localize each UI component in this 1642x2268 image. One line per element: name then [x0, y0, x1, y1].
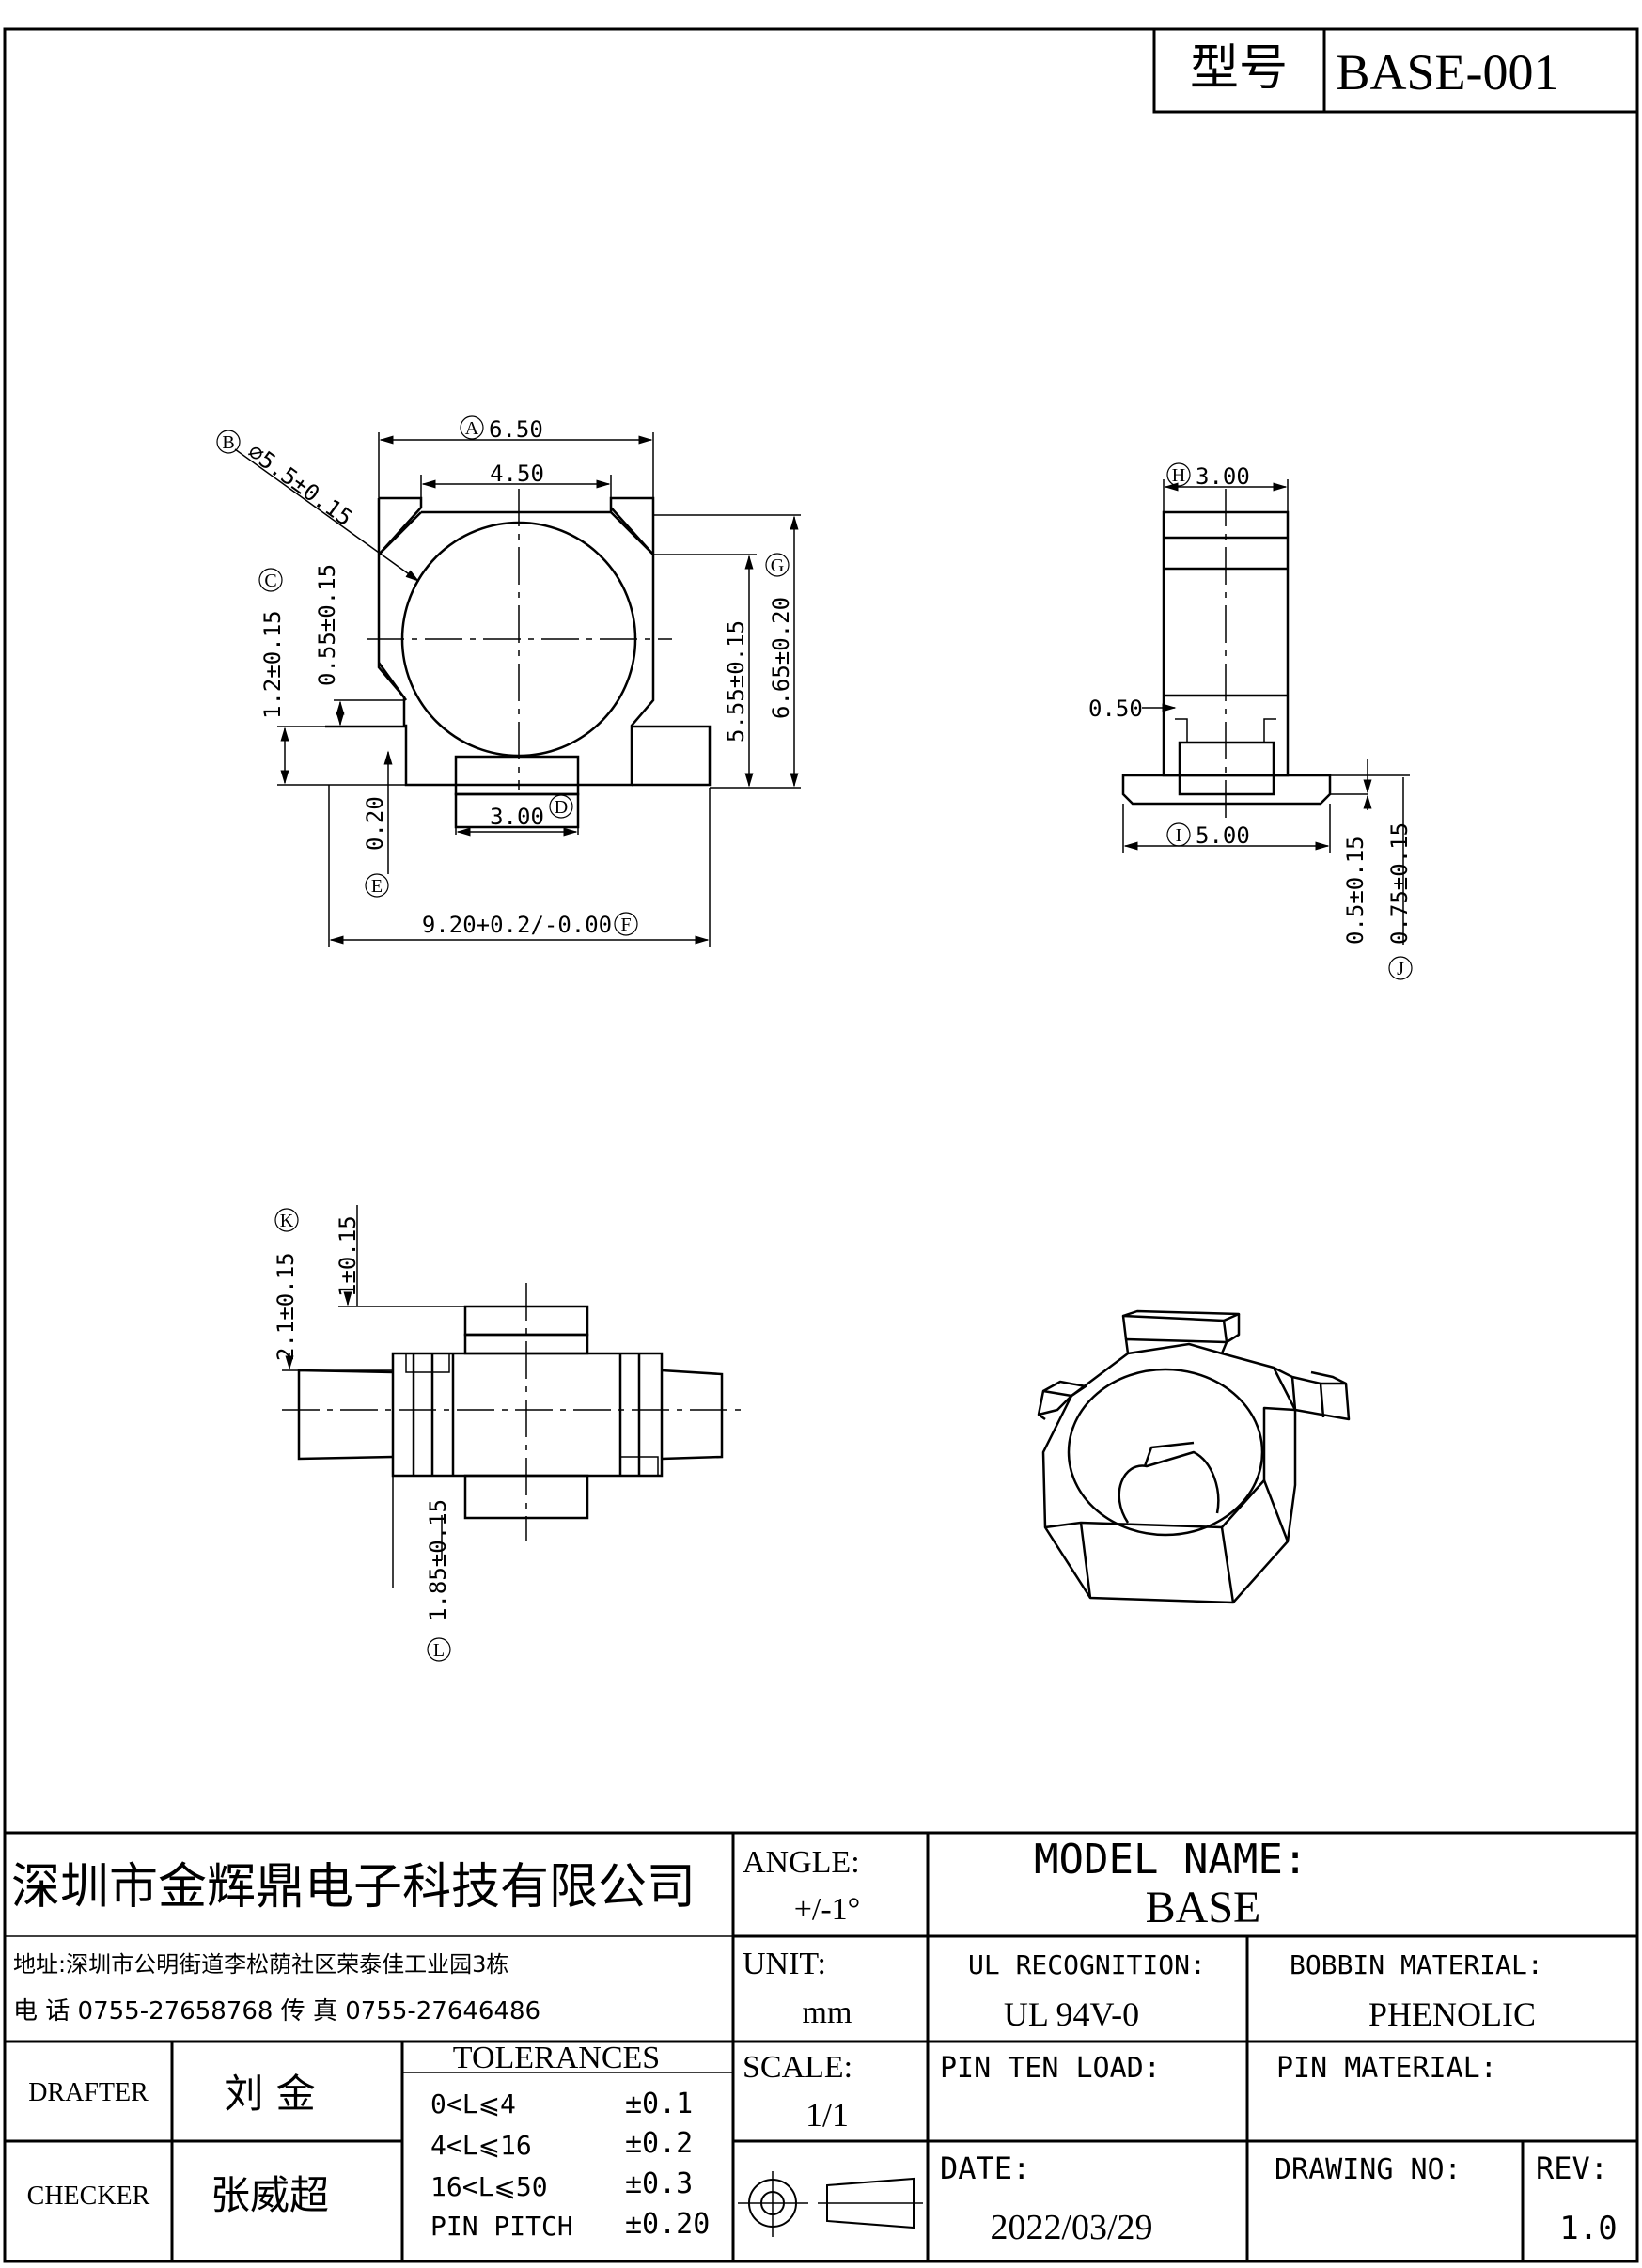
model-value: BASE-001 — [1336, 44, 1558, 101]
dim-G: 6.65±0.20 — [768, 597, 794, 719]
callout-L: L — [433, 1640, 445, 1661]
callout-F: F — [620, 915, 631, 935]
dim-K: 2.1±0.15 — [273, 1252, 299, 1361]
callout-D: D — [555, 797, 568, 818]
model-name-value: BASE — [1146, 1883, 1261, 1932]
pin-material-label: PIN MATERIAL: — [1276, 2052, 1497, 2085]
tol-range-1: 0<L⩽4 — [430, 2088, 516, 2119]
rev-label: REV: — [1536, 2151, 1608, 2186]
company-phone: 电 话 0755-27658768 传 真 0755-27646486 — [13, 1997, 540, 2026]
bobbin-value: PHENOLIC — [1368, 1995, 1536, 2033]
tol-range-4: PIN PITCH — [430, 2211, 573, 2242]
bottom-dim-labels: K 2.1±0.15 1±0.15 1.85±0.15 L — [273, 1208, 451, 1662]
bottom-dimensions — [282, 1205, 465, 1588]
dim-k-inner: 1±0.15 — [335, 1215, 361, 1297]
dim-J: 0.75±0.15 — [1386, 822, 1413, 945]
tol-value-3: ±0.3 — [625, 2167, 693, 2200]
ul-label: UL RECOGNITION: — [968, 1949, 1206, 1980]
tolerances-title: TOLERANCES — [453, 2041, 660, 2075]
dim-gap: 0.50 — [1088, 696, 1143, 722]
dim-L: 1.85±0.15 — [425, 1499, 451, 1621]
isometric-view — [1037, 1309, 1351, 1604]
tol-value-2: ±0.2 — [625, 2127, 693, 2160]
tol-value-4: ±0.20 — [625, 2208, 710, 2241]
model-name-label: MODEL NAME: — [1034, 1836, 1307, 1884]
tol-range-2: 4<L⩽16 — [430, 2130, 532, 2161]
side-dim-labels: H 3.00 0.50 I 5.00 0.5±0.15 0.75±0.15 J — [1088, 462, 1413, 980]
dim-D: 3.00 — [490, 804, 544, 830]
callout-J: J — [1397, 959, 1404, 979]
dim-g-inner: 5.55±0.15 — [723, 620, 749, 743]
ul-value: UL 94V-0 — [1004, 1995, 1139, 2033]
tol-value-1: ±0.1 — [625, 2088, 693, 2120]
angle-value: +/-1° — [794, 1892, 861, 1927]
dim-j-inner: 0.5±0.15 — [1342, 836, 1368, 945]
title-block-text: 深圳市金辉鼎电子科技有限公司 地址:深圳市公明街道李松荫社区荣泰佳工业园3栋 电… — [11, 1836, 1618, 2247]
date-value: 2022/03/29 — [990, 2208, 1152, 2247]
callout-I: I — [1176, 825, 1182, 846]
drafter-value: 刘 金 — [224, 2071, 315, 2117]
dim-C: 1.2±0.15 — [259, 610, 286, 719]
angle-label: ANGLE: — [743, 1845, 860, 1880]
side-dimensions — [1122, 479, 1410, 945]
dim-H: 3.00 — [1196, 463, 1250, 490]
callout-K: K — [280, 1211, 294, 1231]
dim-A: 6.50 — [489, 416, 543, 443]
dim-inner-width: 4.50 — [490, 461, 544, 487]
title-block — [5, 1831, 1637, 2261]
bobbin-label: BOBBIN MATERIAL: — [1290, 1949, 1543, 1980]
unit-label: UNIT: — [743, 1947, 826, 1981]
company-address: 地址:深圳市公明街道李松荫社区荣泰佳工业园3栋 — [13, 1951, 508, 1978]
side-view — [1121, 489, 1332, 818]
scale-value: 1/1 — [805, 2096, 849, 2134]
front-dimensions — [277, 432, 801, 947]
callout-E: E — [371, 876, 383, 897]
dim-F: 9.20+0.2/-0.00 — [422, 912, 612, 938]
model-label: 型号 — [1190, 40, 1288, 97]
callout-H: H — [1172, 465, 1185, 486]
dim-c-inner: 0.55±0.15 — [314, 564, 340, 686]
drafter-label: DRAFTER — [28, 2078, 149, 2107]
drawing-no-label: DRAWING NO: — [1275, 2153, 1462, 2186]
front-dim-labels: A 6.50 4.50 B ⌀5.5±0.15 C 1.2±0.15 0.55±… — [216, 415, 794, 938]
dim-I: 5.00 — [1196, 822, 1250, 849]
pin-ten-label: PIN TEN LOAD: — [940, 2052, 1161, 2085]
callout-C: C — [264, 571, 276, 591]
unit-value: mm — [803, 1995, 852, 2030]
date-label: DATE: — [940, 2151, 1030, 2186]
drawing-border — [3, 27, 1639, 2263]
front-view — [234, 448, 712, 829]
callout-G: G — [771, 555, 784, 576]
rev-value: 1.0 — [1559, 2210, 1617, 2247]
checker-label: CHECKER — [27, 2182, 150, 2211]
callout-A: A — [465, 418, 479, 439]
scale-label: SCALE: — [743, 2050, 852, 2085]
dim-B: ⌀5.5±0.15 — [242, 438, 357, 531]
callout-B: B — [222, 432, 234, 453]
model-header: 型号 BASE-001 — [1152, 27, 1639, 114]
checker-value: 张威超 — [211, 2172, 329, 2218]
company-name: 深圳市金辉鼎电子科技有限公司 — [11, 1859, 696, 1916]
dim-E: 0.20 — [362, 796, 388, 851]
bottom-view — [282, 1283, 743, 1541]
tol-range-3: 16<L⩽50 — [430, 2171, 548, 2202]
